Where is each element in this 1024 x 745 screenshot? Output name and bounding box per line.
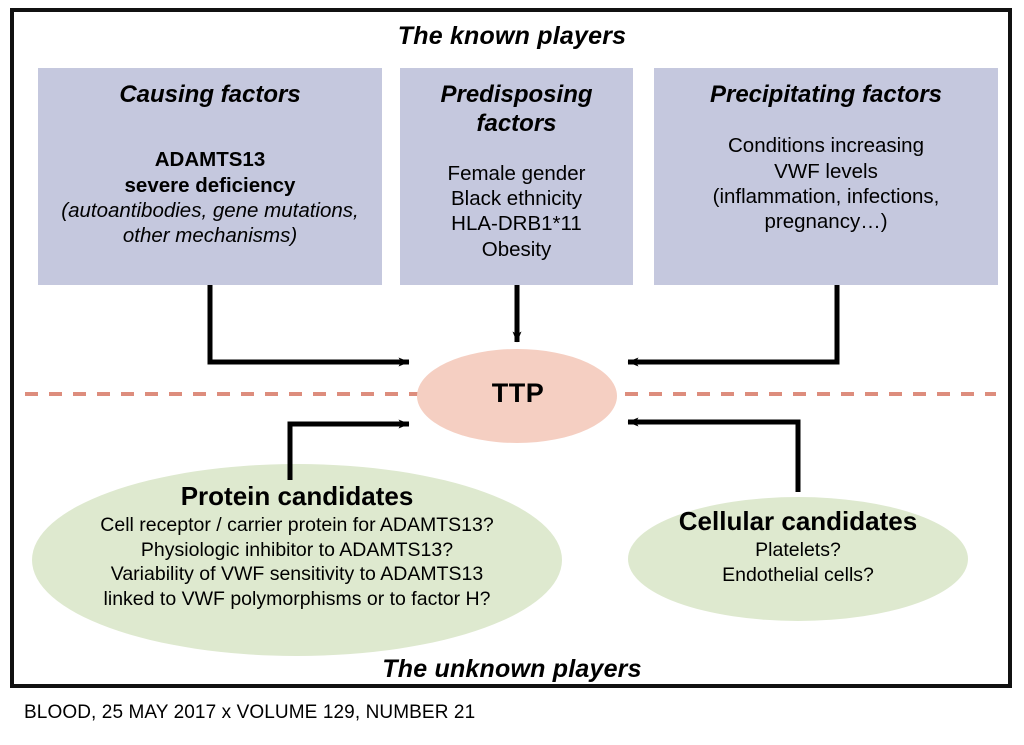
causing-factors-content: Causing factors ADAMTS13 severe deficien… <box>38 80 382 249</box>
ttp-label: TTP <box>491 378 545 408</box>
precipitating-factors-title: Precipitating factors <box>709 81 943 108</box>
protein-line-3: Variability of VWF sensitivity to ADAMTS… <box>110 563 484 586</box>
journal-citation: BLOOD, 25 MAY 2017 x VOLUME 129, NUMBER … <box>24 702 476 723</box>
protein-line-4: linked to VWF polymorphisms or to factor… <box>103 587 491 610</box>
protein-line-2: Physiologic inhibitor to ADAMTS13? <box>140 538 454 561</box>
cellular-candidates-title: Cellular candidates <box>678 506 918 536</box>
predisposing-line-2: Black ethnicity <box>450 186 583 210</box>
causing-factors-title: Causing factors <box>119 81 301 108</box>
cellular-line-1: Platelets? <box>755 539 841 562</box>
protein-candidates-title: Protein candidates <box>180 481 414 511</box>
unknown-players-banner: The unknown players <box>382 655 642 683</box>
causing-line-4: other mechanisms) <box>122 224 298 248</box>
cellular-candidates-content: Cellular candidates Platelets? Endotheli… <box>636 506 960 587</box>
predisposing-line-1: Female gender <box>447 161 586 185</box>
precipitating-line-1: Conditions increasing <box>727 134 924 158</box>
causing-line-3: (autoantibodies, gene mutations, <box>61 199 359 223</box>
causing-line-2: severe deficiency <box>124 173 296 197</box>
predisposing-line-4: Obesity <box>481 237 552 261</box>
protein-line-1: Cell receptor / carrier protein for ADAM… <box>100 514 494 537</box>
protein-candidates-content: Protein candidates Cell receptor / carri… <box>62 481 532 611</box>
predisposing-factors-title: Predisposing factors <box>440 81 593 138</box>
precipitating-line-4: pregnancy…) <box>764 210 888 234</box>
precipitating-line-3: (inflammation, infections, <box>712 185 940 209</box>
predisposing-factors-body: Female gender Black ethnicity HLA-DRB1*1… <box>406 161 627 263</box>
precipitating-factors-content: Precipitating factors Conditions increas… <box>654 80 998 235</box>
predisposing-factors-content: Predisposing factors Female gender Black… <box>400 80 633 262</box>
cellular-candidates-body: Platelets? Endothelial cells? <box>636 538 960 587</box>
causing-line-1: ADAMTS13 <box>154 148 266 172</box>
causing-factors-body: ADAMTS13 severe deficiency (autoantibodi… <box>44 147 376 249</box>
precipitating-factors-body: Conditions increasing VWF levels (inflam… <box>660 133 992 235</box>
cellular-line-2: Endothelial cells? <box>722 563 874 586</box>
predisposing-line-3: HLA-DRB1*11 <box>451 212 582 236</box>
protein-candidates-body: Cell receptor / carrier protein for ADAM… <box>62 513 532 611</box>
known-players-banner: The known players <box>397 22 627 50</box>
precipitating-line-2: VWF levels <box>774 159 878 183</box>
